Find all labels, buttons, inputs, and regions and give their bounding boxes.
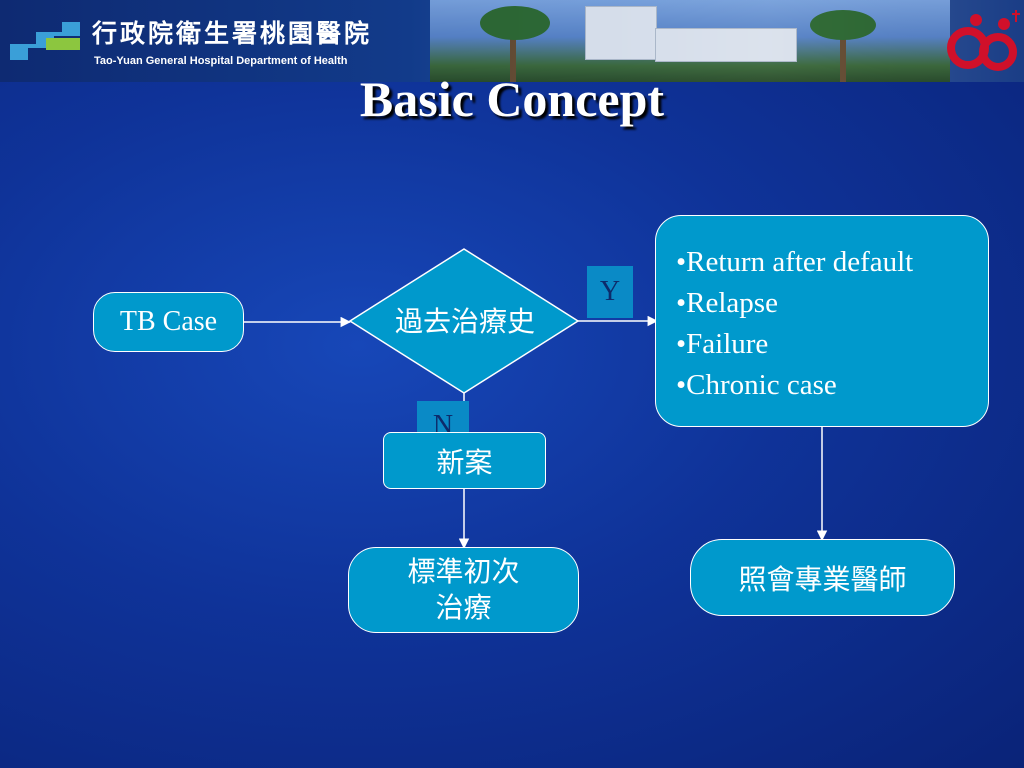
decision-diamond	[348, 248, 580, 394]
hospital-logo	[10, 22, 80, 60]
hospital-building-annex	[655, 28, 797, 62]
previous-treatment-cases-box: •Return after default •Relapse •Failure …	[655, 215, 989, 427]
consult-specialist-node: 照會專業醫師	[690, 539, 955, 616]
slide-title: Basic Concept	[359, 71, 665, 127]
palm-tree-leaves	[480, 6, 550, 40]
yes-label: Y	[587, 266, 633, 318]
hospital-photo	[430, 0, 950, 82]
standard-treatment-node: 標準初次 治療	[348, 547, 579, 633]
palm-tree-trunk	[840, 28, 846, 82]
tb-case-node: TB Case	[93, 292, 244, 352]
decision-label: 過去治療史	[394, 305, 535, 338]
case-type-item: •Return after default	[676, 246, 914, 278]
palm-tree-leaves	[810, 10, 876, 40]
palm-tree-trunk	[510, 25, 516, 82]
hospital-header-banner: 行政院衛生署桃園醫院 Tao-Yuan General Hospital Dep…	[0, 0, 1024, 82]
new-case-node: 新案	[383, 432, 546, 489]
hospital-name-english: Tao-Yuan General Hospital Department of …	[94, 55, 348, 67]
standard-treatment-line-2: 治療	[435, 591, 492, 624]
case-type-item: •Chronic case	[676, 369, 837, 401]
case-type-item: •Relapse	[676, 287, 778, 319]
standard-treatment-line-1: 標準初次	[407, 555, 520, 588]
hospital-emblem-icon	[947, 10, 1020, 71]
no-label: N	[417, 401, 469, 435]
hospital-name-chinese: 行政院衛生署桃園醫院	[92, 19, 373, 48]
case-type-item: •Failure	[676, 328, 769, 360]
